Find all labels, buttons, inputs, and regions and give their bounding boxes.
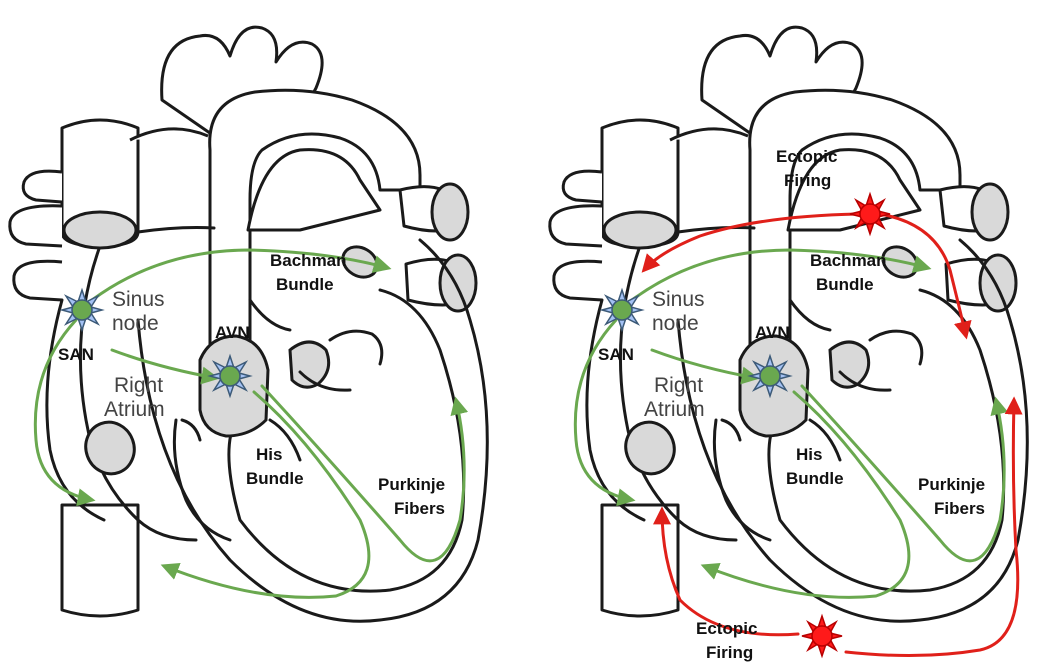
bachman-label-2: Bundle <box>276 275 334 294</box>
avn-label: AVN <box>755 323 790 342</box>
his-label-1: His <box>256 445 282 464</box>
right-atrium-label-2: Atrium <box>644 398 705 421</box>
right-atrium-label-2: Atrium <box>104 398 165 421</box>
right-atrium-label-1: Right <box>114 374 163 397</box>
sinus-label-2: node <box>652 312 699 335</box>
san-label: SAN <box>58 345 94 364</box>
ectopic-top-icon <box>850 194 890 234</box>
sinus-label-2: node <box>112 312 159 335</box>
ectopic-bottom-label-2: Firing <box>706 643 753 662</box>
purkinje-label-1: Purkinje <box>918 475 985 494</box>
bachman-label-2: Bundle <box>816 275 874 294</box>
bachman-label-1: Bachman <box>270 251 347 270</box>
sinus-label-1: Sinus <box>652 288 705 311</box>
right-panel: Sinus node SAN AVN Right Atrium Bachman … <box>550 27 1028 662</box>
his-label-2: Bundle <box>786 469 844 488</box>
ectopic-top-label-2: Firing <box>784 171 831 190</box>
san-label: SAN <box>598 345 634 364</box>
path-his-left <box>164 392 369 597</box>
left-panel: Sinus node SAN AVN Right Atrium Bachman … <box>10 27 488 621</box>
purkinje-label-2: Fibers <box>394 499 445 518</box>
ectopic-bottom-icon <box>802 616 842 656</box>
ectopic-top-label-1: Ectopic <box>776 147 837 166</box>
his-label-1: His <box>796 445 822 464</box>
avn-label: AVN <box>215 323 250 342</box>
bachman-label-1: Bachman <box>810 251 887 270</box>
right-atrium-label-1: Right <box>654 374 703 397</box>
purkinje-label-1: Purkinje <box>378 475 445 494</box>
sinus-label-1: Sinus <box>112 288 165 311</box>
purkinje-label-2: Fibers <box>934 499 985 518</box>
path-his-left <box>704 392 909 597</box>
ectopic-bottom-label-1: Ectopic <box>696 619 757 638</box>
his-label-2: Bundle <box>246 469 304 488</box>
ectopic-path-bottom-left <box>662 510 798 635</box>
